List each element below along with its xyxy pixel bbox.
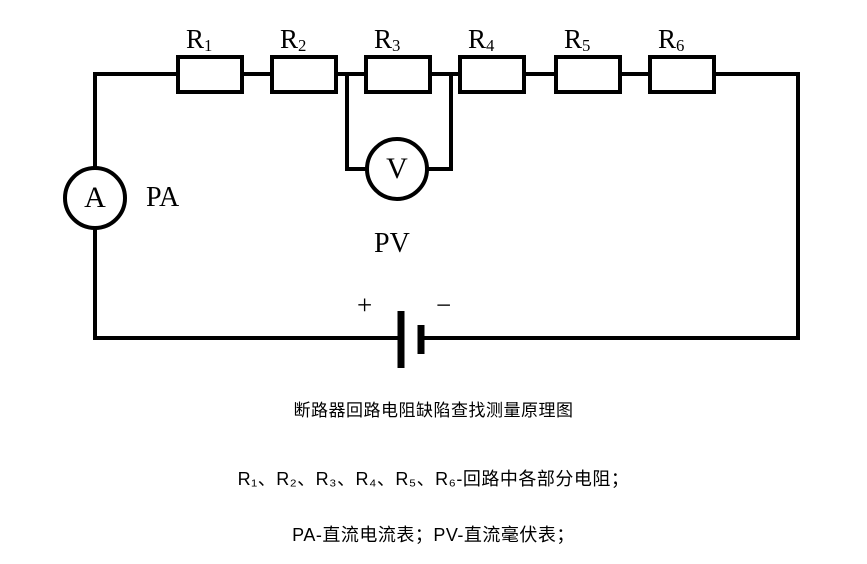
battery-negative-sign: − [436,290,452,320]
diagram-note-meters: PA-直流电流表；PV-直流毫伏表； [292,525,575,545]
ammeter-circle [63,166,127,230]
resistor-label-r3: R3 [374,24,401,55]
ammeter-glyph: A [84,181,106,214]
resistor-label-r1: R1 [186,24,213,55]
voltmeter-label-pv: PV [374,228,410,259]
resistor-label-r5: R5 [564,24,591,55]
resistor-box-r3 [364,55,432,94]
voltmeter-glyph: V [386,152,408,185]
diagram-note-resistors: R₁、R₂、R₃、R₄、R₅、R₆-回路中各部分电阻； [237,469,630,489]
voltmeter-circle [365,137,429,201]
battery-positive-sign: + [357,290,373,320]
resistor-label-r4: R4 [468,24,495,55]
resistor-label-r6: R6 [658,24,685,55]
resistor-box-r2 [270,55,338,94]
resistor-box-r4 [458,55,526,94]
resistor-box-r1 [176,55,244,94]
ammeter-label-pa: PA [146,182,180,213]
resistor-box-r5 [554,55,622,94]
resistor-box-r6 [648,55,716,94]
resistor-label-r2: R2 [280,24,307,55]
diagram-caption-title: 断路器回路电阻缺陷查找测量原理图 [293,401,574,420]
